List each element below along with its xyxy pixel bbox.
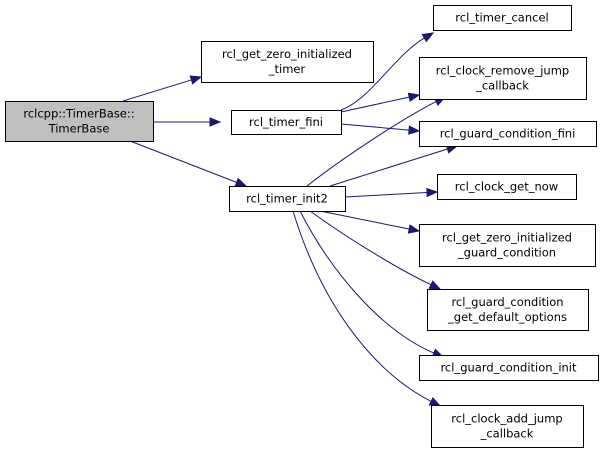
edge-timerbase-to-timer_init2 — [129, 140, 248, 187]
edge-timer_init2-to-guard_default_options — [309, 210, 442, 290]
node-box — [231, 110, 342, 135]
node-guard-default-options[interactable]: rcl_guard_condition_get_default_options — [427, 289, 589, 331]
node-label-line: rcl_clock_add_jump — [451, 412, 562, 426]
arrowhead — [407, 224, 421, 234]
nodes-layer: rclcpp::TimerBase::TimerBasercl_get_zero… — [5, 5, 599, 448]
node-label-line: rcl_timer_init2 — [246, 192, 328, 206]
arrowhead — [428, 280, 442, 290]
arrowhead — [234, 177, 248, 187]
node-label-line: rcl_clock_remove_jump — [436, 64, 569, 78]
node-label-line: TimerBase — [48, 122, 110, 136]
node-box — [229, 186, 346, 212]
node-label-line: _callback — [480, 427, 534, 441]
edge-timer_fini-to-guard_condition_fini — [340, 123, 421, 135]
node-label-line: rcl_guard_condition_init — [440, 361, 577, 375]
node-box — [419, 121, 597, 147]
arrowhead — [408, 125, 421, 135]
edge-line — [292, 210, 432, 402]
node-box — [201, 41, 374, 83]
node-label-line: rcl_guard_condition_fini — [440, 127, 576, 141]
edge-line — [340, 37, 425, 111]
node-timer-fini[interactable]: rcl_timer_fini — [231, 110, 342, 135]
node-get-zero-timer[interactable]: rcl_get_zero_initialized_timer — [201, 41, 374, 83]
node-clock-get-now[interactable]: rcl_clock_get_now — [437, 174, 577, 200]
edge-timerbase-to-timer_fini — [153, 117, 222, 127]
node-label-line: rcl_guard_condition — [451, 295, 563, 309]
edges-layer — [122, 32, 459, 407]
node-label-line: _callback — [475, 79, 529, 93]
node-box — [5, 101, 154, 142]
arrowhead — [428, 396, 442, 407]
node-get-zero-guard[interactable]: rcl_get_zero_initialized_guard_condition — [419, 224, 596, 267]
node-clock-add-jump[interactable]: rcl_clock_add_jump_callback — [431, 405, 584, 448]
edge-line — [340, 96, 410, 113]
edge-timer_fini-to-timer_cancel — [340, 32, 435, 111]
node-label-line: rcl_timer_cancel — [455, 11, 548, 25]
edge-timer_init2-to-clock_get_now — [344, 187, 439, 198]
node-guard-condition-init[interactable]: rcl_guard_condition_init — [419, 355, 599, 381]
edge-line — [340, 123, 410, 131]
node-label-line: _get_default_options — [447, 310, 567, 324]
node-box — [433, 5, 572, 31]
edge-timer_fini-to-clock_remove_jump — [340, 92, 421, 113]
node-label-line: _timer — [268, 62, 306, 76]
edge-timer_init2-to-get_zero_guard — [319, 210, 421, 234]
node-timerbase[interactable]: rclcpp::TimerBase::TimerBase — [5, 101, 154, 142]
node-label-line: rcl_clock_get_now — [455, 180, 558, 194]
arrowhead — [407, 92, 421, 102]
node-timer-init2[interactable]: rcl_timer_init2 — [229, 186, 346, 212]
node-label-line: rclcpp::TimerBase:: — [23, 107, 134, 121]
edge-timerbase-to-get_zero_timer — [122, 75, 203, 102]
node-box — [427, 289, 589, 331]
edge-line — [299, 210, 435, 354]
edge-line — [309, 210, 432, 286]
node-box — [437, 174, 577, 200]
node-box — [431, 405, 584, 448]
edge-line — [122, 79, 192, 102]
node-guard-condition-fini[interactable]: rcl_guard_condition_fini — [419, 121, 597, 147]
node-label-line: rcl_timer_fini — [249, 115, 323, 129]
node-label-line: rcl_get_zero_initialized — [222, 47, 352, 61]
arrowhead — [209, 117, 222, 127]
arrowhead — [421, 32, 435, 43]
node-box — [419, 57, 587, 100]
node-box — [419, 224, 596, 267]
edge-line — [329, 148, 448, 187]
node-timer-cancel[interactable]: rcl_timer_cancel — [433, 5, 572, 31]
edge-timer_init2-to-clock_add_jump — [292, 210, 442, 407]
arrowhead — [189, 75, 203, 85]
node-box — [419, 355, 599, 381]
edge-line — [129, 140, 237, 183]
edge-line — [319, 210, 410, 230]
node-label-line: _guard_condition — [457, 246, 556, 260]
edge-line — [344, 192, 428, 198]
edge-line — [306, 101, 437, 187]
arrowhead — [426, 187, 439, 198]
node-label-line: rcl_get_zero_initialized — [442, 231, 572, 245]
edge-timer_init2-to-guard_condition_fini — [329, 144, 459, 187]
node-clock-remove-jump[interactable]: rcl_clock_remove_jump_callback — [419, 57, 587, 100]
